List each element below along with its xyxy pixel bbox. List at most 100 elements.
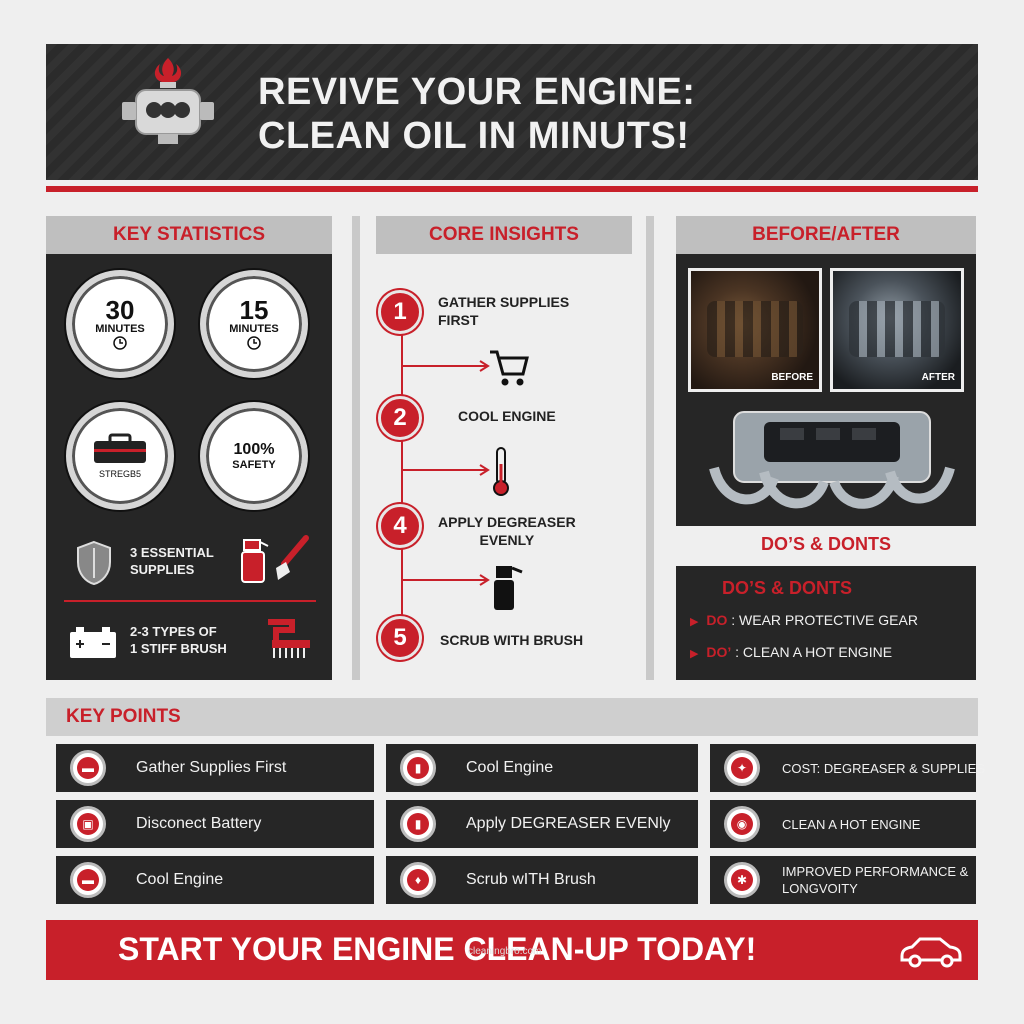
key-point: ▮ Apply DEGREASER EVENly bbox=[386, 800, 698, 848]
key-point-label: Gather Supplies First bbox=[136, 759, 287, 776]
key-point-label: Cool Engine bbox=[466, 759, 554, 776]
gauge-safety: 100% SAFETY bbox=[200, 402, 308, 510]
thermometer-icon: ▮ bbox=[400, 806, 436, 842]
step-1-text: GATHER SUPPLIES FIRST bbox=[438, 293, 569, 329]
core-insights-heading: CORE INSIGHTS bbox=[376, 216, 632, 254]
page-title: REVIVE YOUR ENGINE: CLEAN OIL IN MINUTS! bbox=[258, 70, 958, 158]
key-point: ▬ Gather Supplies First bbox=[56, 744, 374, 792]
dos-donts-inner-title: DO’S & DONTS bbox=[722, 578, 853, 598]
key-point: ▣ Disconect Battery bbox=[56, 800, 374, 848]
gauge-unit: MINUTES bbox=[229, 323, 279, 335]
supplies-line-2: SUPPLIES bbox=[130, 562, 195, 577]
key-point-label: Disconect Battery bbox=[136, 815, 262, 832]
key-point: ◉ CLEAN A HOT ENGINE bbox=[710, 800, 976, 848]
dont-tag: DO’ bbox=[706, 644, 732, 660]
step-4-text: APPLY DEGREASER EVENLY bbox=[438, 513, 576, 549]
gauge-value: 100% bbox=[233, 441, 275, 458]
key-point-label: Cool Engine bbox=[136, 871, 224, 888]
spray-bottle-icon: ♦ bbox=[400, 862, 436, 898]
supplies-line-1: 3 ESSENTIAL bbox=[130, 545, 214, 560]
key-point: ♦ Scrub wITH Brush bbox=[386, 856, 698, 904]
step-line: APPLY DEGREASER bbox=[438, 514, 576, 530]
step-badge: 4 bbox=[378, 504, 422, 548]
do-tag: DO bbox=[706, 612, 728, 628]
key-point-label: Scrub wITH Brush bbox=[466, 871, 596, 888]
triangle-bullet-icon: ▶ bbox=[690, 616, 699, 628]
do-text: : WEAR PROTECTIVE GEAR bbox=[731, 612, 918, 628]
battery-icon bbox=[70, 627, 116, 658]
supplies-icon: ✦ bbox=[724, 750, 760, 786]
dont-item: ▶ DO’ : CLEAN A HOT ENGINE bbox=[690, 644, 892, 660]
key-point: ✦ COST: DEGREASER & SUPPLIES bbox=[710, 744, 985, 792]
thermometer-icon: ▮ bbox=[400, 750, 436, 786]
header-divider bbox=[46, 186, 978, 192]
goggles-icon: ◉ bbox=[724, 806, 760, 842]
battery-icon: ▣ bbox=[70, 806, 106, 842]
cta-text[interactable]: START YOUR ENGINE CLEAN-UP TODAY! bbox=[118, 931, 757, 967]
step-badge: 1 bbox=[378, 290, 422, 334]
step-badge: 2 bbox=[378, 396, 422, 440]
gauge-toolbox: STREGB5 bbox=[66, 402, 174, 510]
triangle-bullet-icon: ▶ bbox=[690, 648, 699, 660]
before-label: BEFORE bbox=[771, 372, 813, 383]
step-line: GATHER SUPPLIES bbox=[438, 294, 570, 310]
key-point-label: Apply DEGREASER EVENly bbox=[466, 815, 671, 832]
brush-types-stat: 2-3 TYPES OF 1 STIFF BRUSH bbox=[130, 623, 227, 657]
supplies-stat: 3 ESSENTIAL SUPPLIES bbox=[130, 544, 214, 578]
dos-donts-heading: DO’S & DONTS bbox=[760, 534, 891, 554]
timeline-connector bbox=[401, 330, 490, 630]
key-point: ✱ IMPROVED PERFORMANCE & LONGVOITY bbox=[710, 856, 976, 904]
cart-icon bbox=[490, 350, 529, 386]
gauge-15-minutes: 15 MINUTES bbox=[200, 270, 308, 378]
gauge-unit: SAFETY bbox=[232, 459, 276, 471]
column-separator bbox=[646, 216, 654, 680]
types-line-2: 1 STIFF BRUSH bbox=[130, 641, 227, 656]
key-point: ▬ Cool Engine bbox=[56, 856, 374, 904]
car-icon bbox=[900, 937, 962, 968]
step-5-text: SCRUB WITH BRUSH bbox=[440, 632, 584, 648]
shield-icon bbox=[77, 540, 111, 586]
step-badge: 5 bbox=[378, 616, 422, 660]
engine-flame-icon bbox=[122, 58, 214, 144]
toolbox-icon: ▬ bbox=[70, 862, 106, 898]
stats-divider bbox=[64, 600, 316, 602]
column-separator bbox=[352, 216, 360, 680]
step-line: EVENLY bbox=[479, 532, 535, 548]
key-point-label: COST: DEGREASER & SUPPLIES bbox=[782, 760, 986, 776]
spray-and-brush-icon bbox=[241, 535, 309, 583]
gauge-30-minutes: 30 MINUTES bbox=[66, 270, 174, 378]
title-line-1: REVIVE YOUR ENGINE: bbox=[258, 71, 696, 113]
clean-engine-image bbox=[709, 411, 955, 509]
watermark-domain: cleaningbro.com bbox=[468, 946, 542, 957]
after-label: AFTER bbox=[921, 372, 955, 383]
dont-text: : CLEAN A HOT ENGINE bbox=[735, 644, 893, 660]
clock-icon bbox=[247, 336, 261, 350]
title-line-2: CLEAN OIL IN MINUTS! bbox=[258, 115, 690, 157]
key-point: ▮ Cool Engine bbox=[386, 744, 698, 792]
key-statistics-heading: KEY STATISTICS bbox=[46, 216, 332, 254]
gears-icon: ✱ bbox=[724, 862, 760, 898]
cta-banner[interactable] bbox=[46, 920, 978, 980]
dos-donts-panel bbox=[676, 566, 976, 680]
thermometer-icon bbox=[493, 447, 509, 496]
step-2-text: COOL ENGINE bbox=[458, 408, 556, 424]
before-image: BEFORE bbox=[688, 268, 822, 392]
gauge-unit: MINUTES bbox=[95, 323, 145, 335]
gauge-label: STREGB5 bbox=[98, 469, 141, 479]
toolbox-icon: ▬ bbox=[70, 750, 106, 786]
key-points-heading: KEY POINTS bbox=[46, 698, 978, 736]
gauge-value: 30 bbox=[105, 295, 135, 325]
clock-icon bbox=[113, 336, 127, 350]
toolbox-icon bbox=[94, 433, 146, 463]
step-line: FIRST bbox=[438, 312, 479, 328]
header-banner bbox=[46, 44, 978, 180]
scrub-brush-icon bbox=[268, 619, 310, 658]
spray-bottle-icon bbox=[494, 566, 523, 610]
do-item: ▶ DO : WEAR PROTECTIVE GEAR bbox=[690, 612, 918, 628]
key-point-label: CLEAN A HOT ENGINE bbox=[782, 816, 921, 832]
gauge-value: 15 bbox=[239, 295, 269, 325]
before-after-heading: BEFORE/AFTER bbox=[676, 216, 976, 254]
after-image: AFTER bbox=[830, 268, 964, 392]
types-line-1: 2-3 TYPES OF bbox=[130, 624, 217, 639]
key-point-label: IMPROVED PERFORMANCE & LONGVOITY bbox=[782, 864, 969, 896]
